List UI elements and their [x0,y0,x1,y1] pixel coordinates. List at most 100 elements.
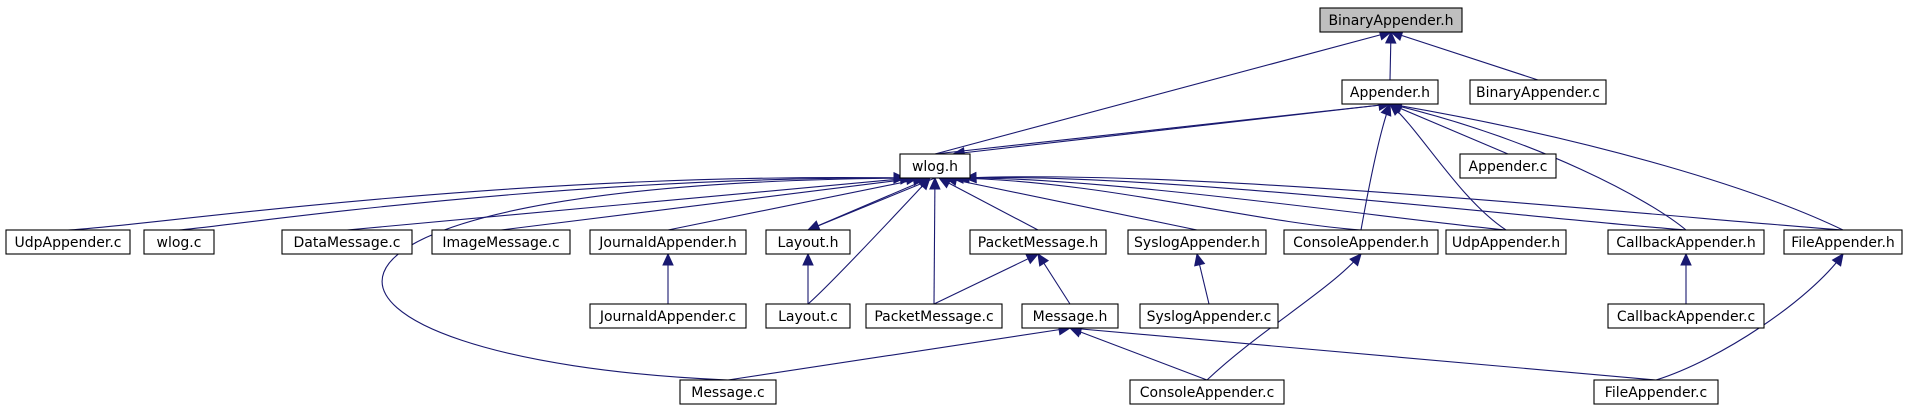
node-box [1783,229,1903,255]
edge-datamessage_c-to-wlog_h [346,177,912,231]
edge-consoleappender_c-to-consoleappender_h [1206,253,1362,381]
edge-wlog_h-to-binaryappender_h [934,31,1392,155]
edge-syslogappender_h-to-wlog_h [945,177,1198,231]
node-appender-h[interactable]: Appender.h [1341,79,1439,105]
node-fileappender-c[interactable]: FileAppender.c [1593,379,1719,405]
node-label: UdpAppender.h [1452,235,1560,251]
node-packetmessage-c[interactable]: PacketMessage.c [865,303,1003,329]
node-box [765,303,851,329]
arrowhead-packetmessage_c-to-packetmessage_h [1025,253,1040,265]
node-box [281,229,413,255]
node-box [765,229,851,255]
arrowhead-consoleappender_c-to-consoleappender_h [1349,253,1362,267]
node-packetmessage-h[interactable]: PacketMessage.h [969,229,1107,255]
node-datamessage-c[interactable]: DataMessage.c [281,229,413,255]
node-box [1593,379,1719,405]
node-wlog-c[interactable]: wlog.c [143,229,215,255]
node-label: PacketMessage.h [978,235,1098,251]
node-label: Message.c [691,385,765,401]
node-label: UdpAppender.c [15,235,122,251]
node-box [1139,303,1279,329]
node-box [1607,229,1765,255]
node-box [143,229,215,255]
node-layout-c[interactable]: Layout.c [765,303,851,329]
node-label: FileAppender.h [1791,235,1895,251]
node-syslogappender-c[interactable]: SyslogAppender.c [1139,303,1279,329]
node-box [969,229,1107,255]
arrowhead-layout_c-to-wlog_h [917,177,931,191]
edge-consoleappender_h-to-wlog_h [952,177,1362,231]
edge-appender_h-to-wlog_h [953,103,1391,155]
node-label: JournaldAppender.h [598,235,736,251]
node-imagemessage-c[interactable]: ImageMessage.c [431,229,571,255]
node-box [589,303,747,329]
edge-packetmessage_c-to-wlog_h [933,177,936,305]
node-binaryappender-c[interactable]: BinaryAppender.c [1469,79,1607,105]
node-fileappender-h[interactable]: FileAppender.h [1783,229,1903,255]
node-udpappender-h[interactable]: UdpAppender.h [1445,229,1567,255]
edge-udpappender_h-to-appender_h [1389,103,1507,231]
node-udpappender-c[interactable]: UdpAppender.c [5,229,131,255]
edges-layer [67,29,1844,381]
node-label: Message.h [1033,309,1108,325]
arrowhead-syslogappender_c-to-syslogappender_h [1194,252,1206,267]
edge-appender_c-to-appender_h [1389,103,1509,155]
node-layout-h[interactable]: Layout.h [765,229,851,255]
edge-fileappender_c-to-message_h [1069,327,1657,381]
node-label: SyslogAppender.h [1134,235,1260,251]
node-box [1607,303,1765,329]
arrowhead-consoleappender_h-to-appender_h [1380,102,1392,117]
edge-message_c-to-wlog_h [381,177,927,381]
node-label: ConsoleAppender.c [1140,385,1275,401]
node-message-c[interactable]: Message.c [679,379,777,405]
node-box [589,229,747,255]
node-label: SyslogAppender.c [1147,309,1272,325]
edge-wlog_h-to-layout_h [807,177,936,231]
node-box [1319,7,1463,33]
node-syslogappender-h[interactable]: SyslogAppender.h [1127,229,1267,255]
arrowhead-layout_c-to-layout_h [802,252,814,266]
node-label: wlog.h [912,159,958,175]
node-label: JournaldAppender.c [599,309,736,325]
edge-imagemessage_c-to-wlog_h [500,177,918,231]
node-box [1469,79,1607,105]
node-wlog-h[interactable]: wlog.h [899,153,971,179]
edge-layout_c-to-wlog_h [807,177,931,305]
node-appender-c[interactable]: Appender.c [1459,153,1557,179]
arrowhead-message_h-to-packetmessage_h [1037,252,1050,267]
node-journaldappender-h[interactable]: JournaldAppender.h [589,229,747,255]
node-box [865,303,1003,329]
arrowhead-journaldappender_c-to-journaldappender_h [662,252,674,266]
node-box [1445,229,1567,255]
node-box [431,229,571,255]
edge-fileappender_h-to-wlog_h [964,176,1844,231]
edge-wlog_c-to-wlog_h [178,177,906,231]
node-consoleappender-h[interactable]: ConsoleAppender.h [1283,229,1439,255]
edge-binaryappender_c-to-binaryappender_h [1390,31,1539,81]
node-message-h[interactable]: Message.h [1021,303,1119,329]
node-callbackappender-h[interactable]: CallbackAppender.h [1607,229,1765,255]
edge-consoleappender_c-to-message_h [1069,327,1208,381]
node-label: Layout.h [778,235,839,251]
node-label: CallbackAppender.h [1616,235,1756,251]
node-label: ConsoleAppender.h [1293,235,1429,251]
node-label: PacketMessage.c [874,309,993,325]
node-consoleappender-c[interactable]: ConsoleAppender.c [1129,379,1285,405]
node-label: BinaryAppender.h [1328,13,1453,29]
node-label: FileAppender.c [1605,385,1707,401]
node-label: Appender.c [1469,159,1548,175]
node-box [1341,79,1439,105]
node-box [1127,229,1267,255]
node-binaryappender-h[interactable]: BinaryAppender.h [1319,7,1463,33]
node-box [5,229,131,255]
arrowhead-callbackappender_c-to-callbackappender_h [1680,252,1692,266]
node-callbackappender-c[interactable]: CallbackAppender.c [1607,303,1765,329]
node-label: wlog.c [157,235,202,251]
edge-callbackappender_h-to-wlog_h [964,176,1687,231]
node-box [1283,229,1439,255]
node-label: ImageMessage.c [442,235,559,251]
node-journaldappender-c[interactable]: JournaldAppender.c [589,303,747,329]
node-box [1021,303,1119,329]
